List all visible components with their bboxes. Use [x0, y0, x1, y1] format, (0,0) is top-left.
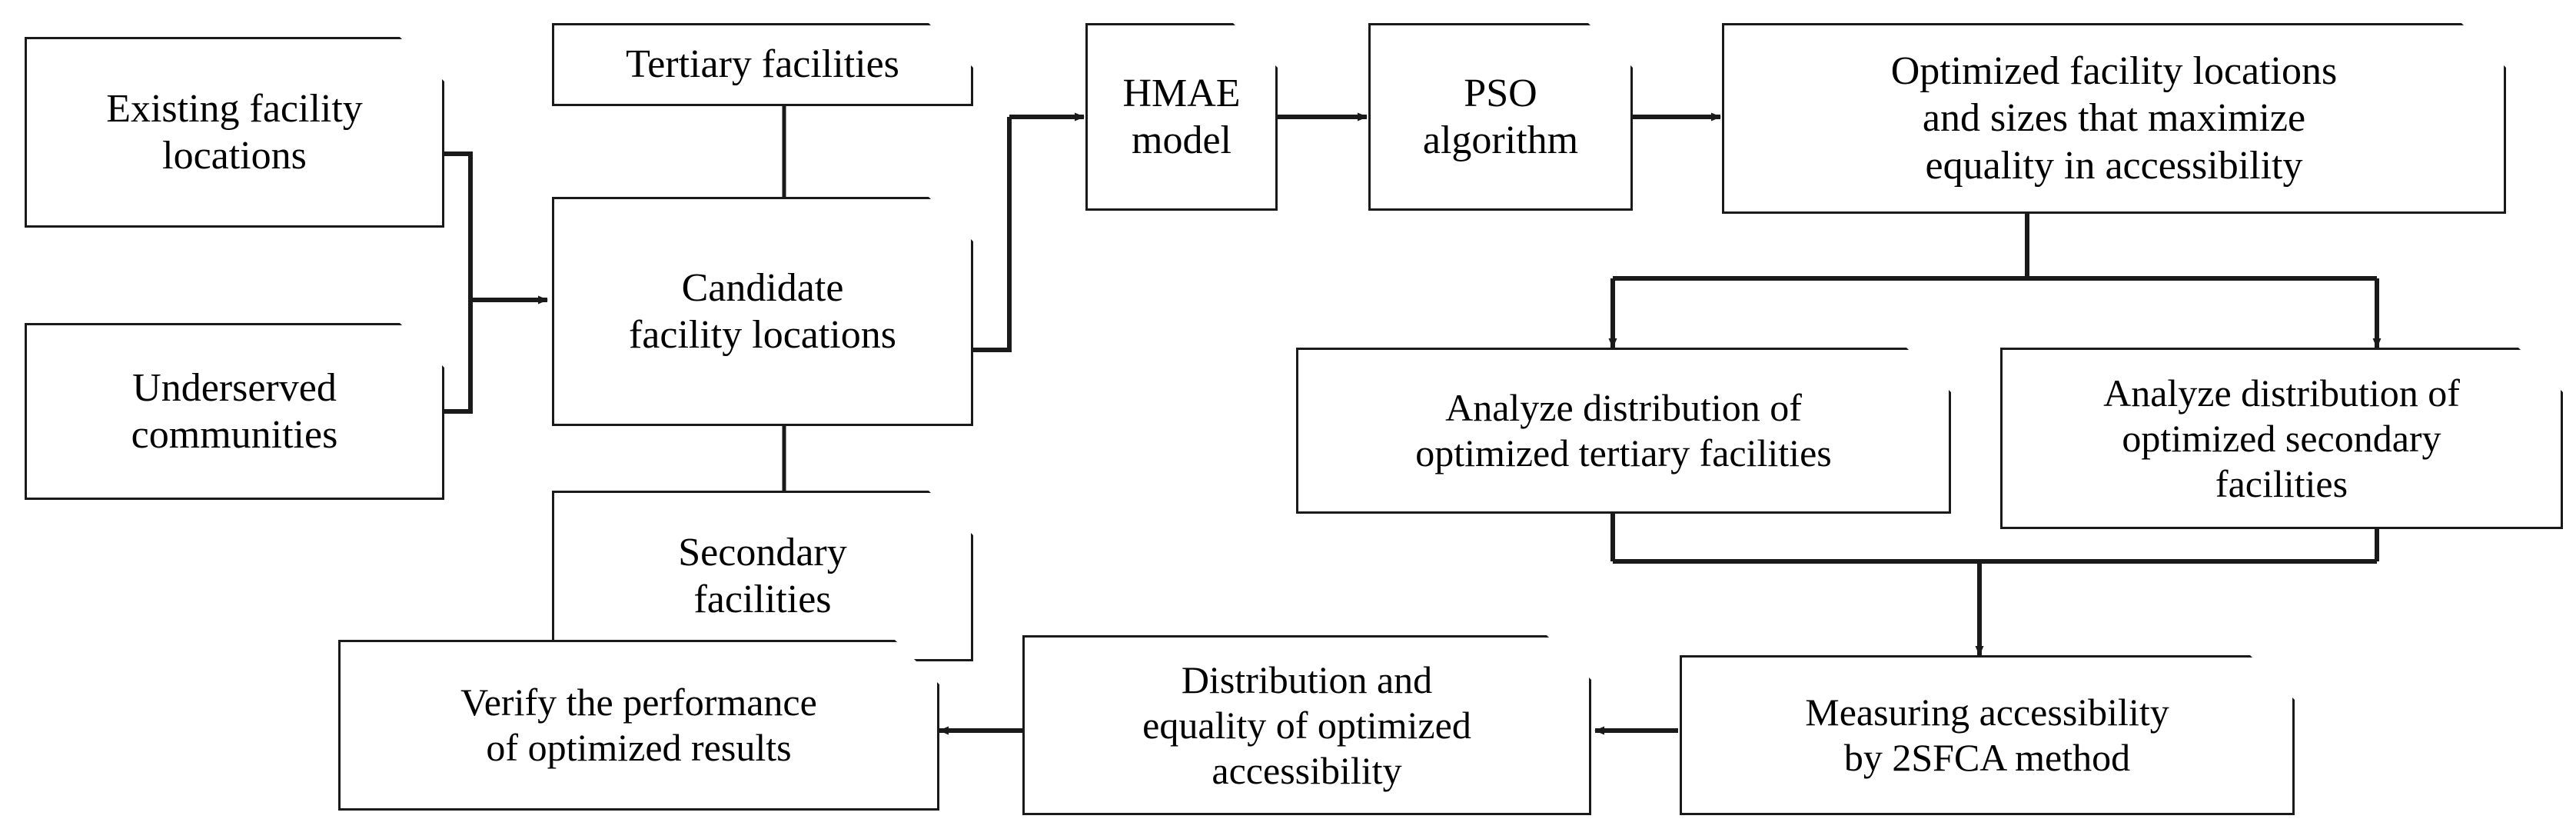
- node-hmae-model[interactable]: HMAE model: [1085, 23, 1278, 211]
- node-label: Underserved communities: [131, 365, 338, 457]
- node-optimized-facility-locations[interactable]: Optimized facility locations and sizes t…: [1722, 23, 2506, 214]
- node-label: Analyze distribution of optimized tertia…: [1415, 386, 1832, 474]
- edge-candidate-to-hmae: [973, 117, 1012, 352]
- edge-existing-to-candidate: [444, 151, 473, 300]
- node-label: Verify the performance of optimized resu…: [460, 681, 817, 769]
- node-label: Distribution and equality of optimized a…: [1142, 658, 1471, 792]
- node-label: Tertiary facilities: [626, 42, 899, 87]
- node-analyze-secondary[interactable]: Analyze distribution of optimized second…: [2000, 348, 2563, 529]
- edge-underserved-to-candidate: [444, 300, 473, 414]
- node-label: Optimized facility locations and sizes t…: [1890, 48, 2338, 188]
- node-verify-performance[interactable]: Verify the performance of optimized resu…: [338, 640, 939, 811]
- node-measuring-accessibility[interactable]: Measuring accessibility by 2SFCA method: [1680, 655, 2295, 815]
- node-label: Analyze distribution of optimized second…: [2103, 371, 2460, 505]
- node-label: PSO algorithm: [1422, 71, 1579, 162]
- node-label: Candidate facility locations: [628, 265, 896, 357]
- node-secondary-facilities[interactable]: Secondary facilities: [552, 491, 973, 661]
- node-existing-facility-locations[interactable]: Existing facility locations: [25, 37, 444, 228]
- node-underserved-communities[interactable]: Underserved communities: [25, 323, 444, 500]
- node-pso-algorithm[interactable]: PSO algorithm: [1368, 23, 1633, 211]
- node-label: Existing facility locations: [106, 86, 363, 178]
- node-candidate-facility-locations[interactable]: Candidate facility locations: [552, 197, 973, 426]
- node-label: HMAE model: [1122, 71, 1241, 162]
- node-label: Measuring accessibility by 2SFCA method: [1805, 691, 2169, 779]
- node-distribution-equality[interactable]: Distribution and equality of optimized a…: [1022, 635, 1591, 815]
- node-tertiary-facilities[interactable]: Tertiary facilities: [552, 23, 973, 106]
- node-label: Secondary facilities: [678, 530, 847, 621]
- node-analyze-tertiary[interactable]: Analyze distribution of optimized tertia…: [1296, 348, 1951, 514]
